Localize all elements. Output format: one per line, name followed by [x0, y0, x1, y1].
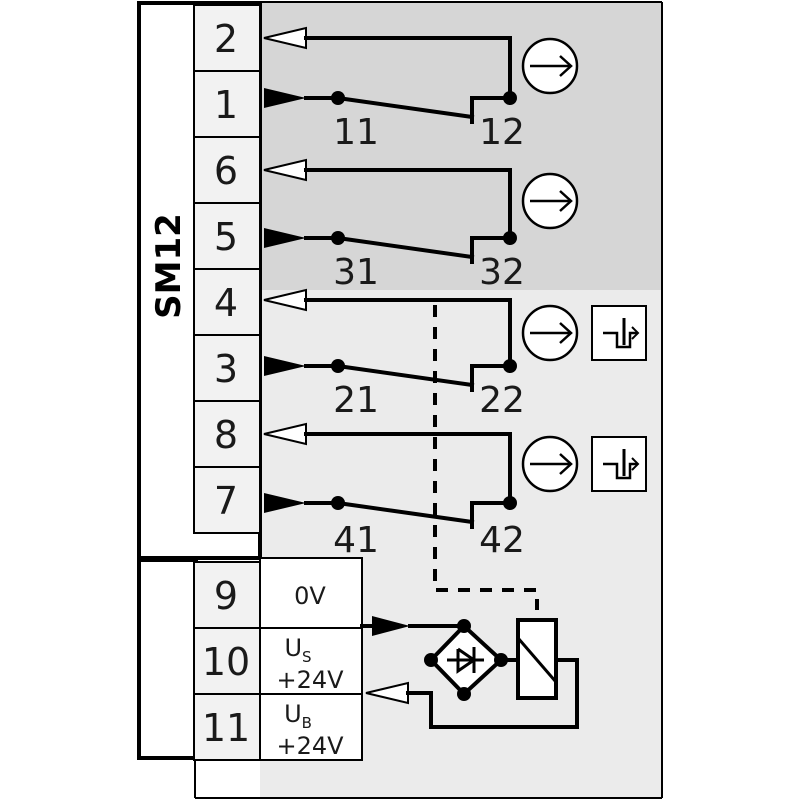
contact-11-12: 11 12	[263, 26, 579, 153]
locking-icon	[591, 305, 647, 361]
contact-label-nc: 32	[479, 252, 525, 293]
terminal-label: 7	[214, 479, 238, 523]
terminal-9: 9 0V	[193, 557, 363, 629]
contact-31-32: 31 32	[263, 158, 579, 293]
supply-symbol: UB	[284, 700, 312, 732]
solenoid-circuit	[360, 616, 579, 729]
terminal-10: 10 US +24V	[193, 627, 363, 695]
terminal-7: 7	[193, 466, 261, 534]
rectifier-bridge-icon	[424, 619, 508, 701]
contact-41-42: 41 42	[263, 422, 647, 561]
positive-opening-icon	[521, 304, 579, 362]
input-arrow-filled	[264, 88, 306, 108]
input-arrow-filled	[264, 493, 306, 513]
contact-21-22: 21 22	[263, 288, 647, 421]
contact-label-common: 41	[333, 520, 379, 561]
supply-voltage: +24V	[276, 666, 344, 694]
terminal-8: 8	[193, 400, 261, 468]
supply-symbol: US	[284, 634, 311, 666]
supply-voltage: +24V	[276, 732, 344, 760]
positive-opening-icon	[521, 435, 579, 493]
terminal-4: 4	[193, 268, 261, 336]
terminal-label: 3	[214, 347, 238, 391]
terminal-5: 5	[193, 202, 261, 270]
positive-opening-icon	[521, 172, 579, 230]
terminal-11: 11 UB +24V	[193, 693, 363, 761]
supply-label: 0V	[294, 582, 326, 610]
terminal-label: 10	[202, 640, 250, 684]
contact-label-common: 31	[333, 252, 379, 293]
connector-name: SM12	[149, 213, 189, 319]
upper-zone	[260, 2, 662, 290]
terminal-label: 4	[214, 281, 238, 325]
input-arrow-filled	[372, 616, 410, 636]
positive-opening-icon	[521, 37, 579, 95]
contact-label-common: 11	[333, 112, 379, 153]
terminal-3: 3	[193, 334, 261, 402]
solenoid-coil-icon	[516, 618, 558, 700]
locking-icon	[591, 436, 647, 492]
terminal-label: 11	[202, 706, 250, 750]
power-terminal-column: 9 0V 10 US +24V 11 UB +24V	[193, 557, 363, 761]
terminal-1: 1	[193, 70, 261, 138]
contact-label-nc: 22	[479, 380, 525, 421]
contact-label-nc: 42	[479, 520, 525, 561]
terminal-column: 2 1 6 5 4 3 8 7	[193, 4, 261, 534]
contact-label-nc: 12	[479, 112, 525, 153]
input-arrow-filled	[264, 356, 306, 376]
contact-label-common: 21	[333, 380, 379, 421]
terminal-label: 6	[214, 149, 238, 193]
terminal-label: 9	[214, 574, 238, 618]
terminal-label: 5	[214, 215, 238, 259]
connector-body-lower	[137, 558, 198, 760]
terminal-6: 6	[193, 136, 261, 204]
terminal-label: 1	[214, 83, 238, 127]
terminal-2: 2	[193, 4, 261, 72]
terminal-label: 2	[214, 17, 238, 61]
terminal-label: 8	[214, 413, 238, 457]
mechanical-link	[433, 305, 539, 610]
input-arrow-filled	[264, 228, 306, 248]
